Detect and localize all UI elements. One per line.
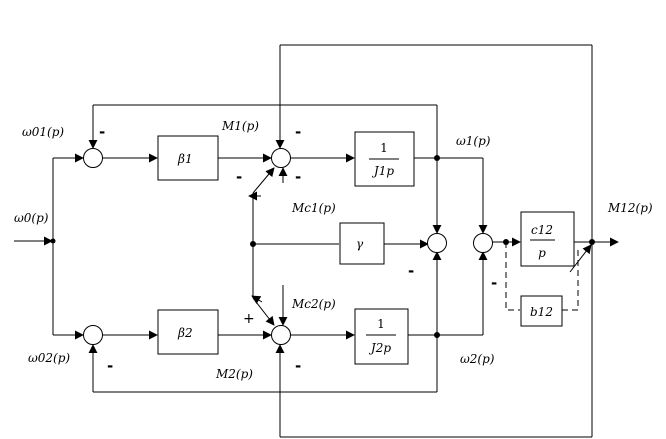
junction-dots [50,155,595,338]
svg-text:J1p: J1p [371,164,394,178]
sign-plus: + [243,311,255,327]
summing-junctions [83,148,493,345]
block-c12: c12 p [520,211,575,267]
svg-text:J2p: J2p [368,341,391,355]
label-m2: M2(p) [215,367,253,381]
sign-minus: - [491,274,497,292]
block-j2: 1 J2p [354,308,409,365]
label-omega1: ω1(p) [456,134,491,148]
label-mc2: Mc2(p) [291,297,336,311]
summer-bottom-torque [271,325,291,345]
summer-middle [427,233,447,253]
label-omega0: ω0(p) [14,211,49,225]
svg-text:1: 1 [380,141,388,155]
sign-minus: - [295,168,301,186]
block-b12: b12 [520,295,563,327]
svg-text:1: 1 [377,317,385,331]
label-omega02: ω02(p) [28,351,70,365]
signal-lines [14,44,619,438]
svg-text:β2: β2 [177,326,193,340]
label-omega2: ω2(p) [460,352,495,366]
svg-text:γ: γ [356,237,364,251]
sign-minus: - [107,357,113,375]
junction-signs: - - - - - - + - - [99,123,497,375]
sign-minus: - [99,123,105,141]
summer-bottom-input [83,325,103,345]
sign-minus: - [408,262,414,280]
block-gamma: γ [339,222,385,265]
block-j1: 1 J1p [354,131,415,187]
svg-text:β1: β1 [177,152,193,166]
sign-minus: - [236,168,242,186]
sign-minus: - [295,123,301,141]
summer-top-input [83,148,103,168]
block-beta2: β2 [157,309,219,355]
block-beta1: β1 [157,135,219,181]
summer-top-torque [271,148,291,168]
label-m12: M12(p) [607,201,653,215]
signal-labels: ω01(p) ω0(p) ω02(p) M1(p) M2(p) Mc1(p) M… [14,119,653,381]
sign-minus: - [295,357,301,375]
svg-text:b12: b12 [530,305,553,319]
svg-text:c12: c12 [531,223,553,237]
svg-text:p: p [538,246,546,260]
label-mc1: Mc1(p) [291,201,336,215]
label-m1: M1(p) [221,119,259,133]
label-omega01: ω01(p) [22,125,64,139]
summer-right [473,233,493,253]
